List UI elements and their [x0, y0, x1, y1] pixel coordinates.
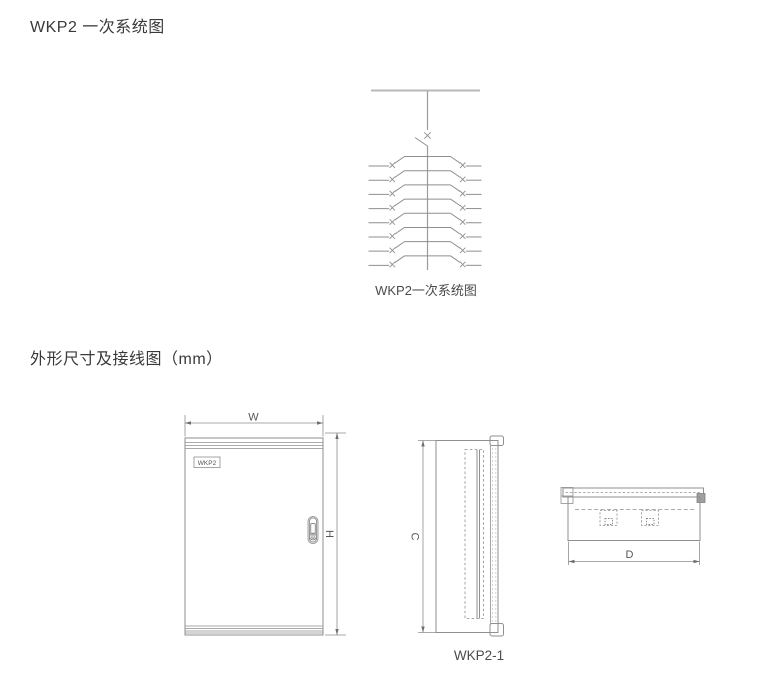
cabinet-side-outline: [435, 435, 504, 637]
breaker-x-icon: [389, 190, 396, 197]
section-title-dimensions: 外形尺寸及接线图（mm）: [30, 351, 223, 368]
breaker-x-icon: [389, 233, 396, 240]
breaker-x-icon: [459, 261, 466, 268]
breaker-x-icon: [389, 218, 396, 225]
breaker-x-icon: [459, 218, 466, 225]
breaker-x-icon: [459, 162, 466, 169]
section-title-oneline: WKP2 一次系统图: [30, 19, 165, 36]
breaker-x-icon: [389, 261, 396, 268]
outline-drawing-caption: WKP2-1: [453, 648, 505, 663]
side-view-drawing: C: [409, 435, 504, 637]
top-hinge: [489, 435, 504, 446]
oneline-diagram-caption: WKP2一次系统图: [375, 283, 477, 298]
cabinet-front-outline: WKP2: [184, 437, 324, 636]
inner-rail-lines: [476, 450, 480, 619]
branch-row: [368, 255, 482, 268]
branch-circuit-rows: [368, 156, 482, 268]
door-gasket-dots: [492, 448, 497, 622]
breaker-x-icon: [459, 190, 466, 197]
branch-row: [368, 226, 482, 240]
breaker-x-icon: [459, 176, 466, 183]
branch-row: [368, 156, 482, 169]
branch-row: [368, 212, 482, 225]
branch-row: [368, 170, 482, 183]
width-dim-label: W: [248, 412, 259, 424]
depth-c-dim-label: C: [409, 533, 421, 541]
breaker-x-icon: [389, 162, 396, 169]
breaker-x-icon: [459, 233, 466, 240]
door-handle: [307, 516, 319, 544]
main-breaker-blade: [414, 137, 428, 147]
branch-row: [368, 184, 482, 197]
width-dimension: W: [184, 412, 324, 437]
oneline-diagram: [368, 89, 482, 270]
hidden-mounting-plate: [464, 449, 484, 619]
left-hinge-block: [560, 487, 574, 504]
branch-row: [368, 198, 482, 211]
breaker-x-icon: [389, 247, 396, 254]
right-hinge-block: [696, 493, 706, 503]
bottom-hinge: [489, 623, 504, 637]
lock-cylinder-icon: [309, 532, 317, 541]
height-dimension: H: [323, 432, 346, 636]
breaker-x-icon: [389, 176, 396, 183]
breaker-x-icon: [459, 204, 466, 211]
front-view-drawing: W H WKP2: [184, 412, 346, 636]
knockout-left: [599, 510, 618, 526]
depth-c-dimension: C: [409, 440, 436, 633]
nameplate-label: WKP2: [198, 460, 217, 467]
nameplate-box: [193, 456, 221, 468]
branch-row: [368, 241, 482, 254]
breaker-x-icon: [389, 204, 396, 211]
breaker-x-icon: [459, 247, 466, 254]
main-breaker-icon: [423, 131, 432, 140]
knockout-right: [641, 510, 659, 526]
depth-d-dim-label: D: [626, 549, 634, 561]
depth-d-dimension: D: [568, 541, 700, 565]
top-view-drawing: D: [560, 487, 706, 565]
cabinet-top-outline: [560, 487, 706, 541]
height-dim-label: H: [323, 530, 335, 538]
